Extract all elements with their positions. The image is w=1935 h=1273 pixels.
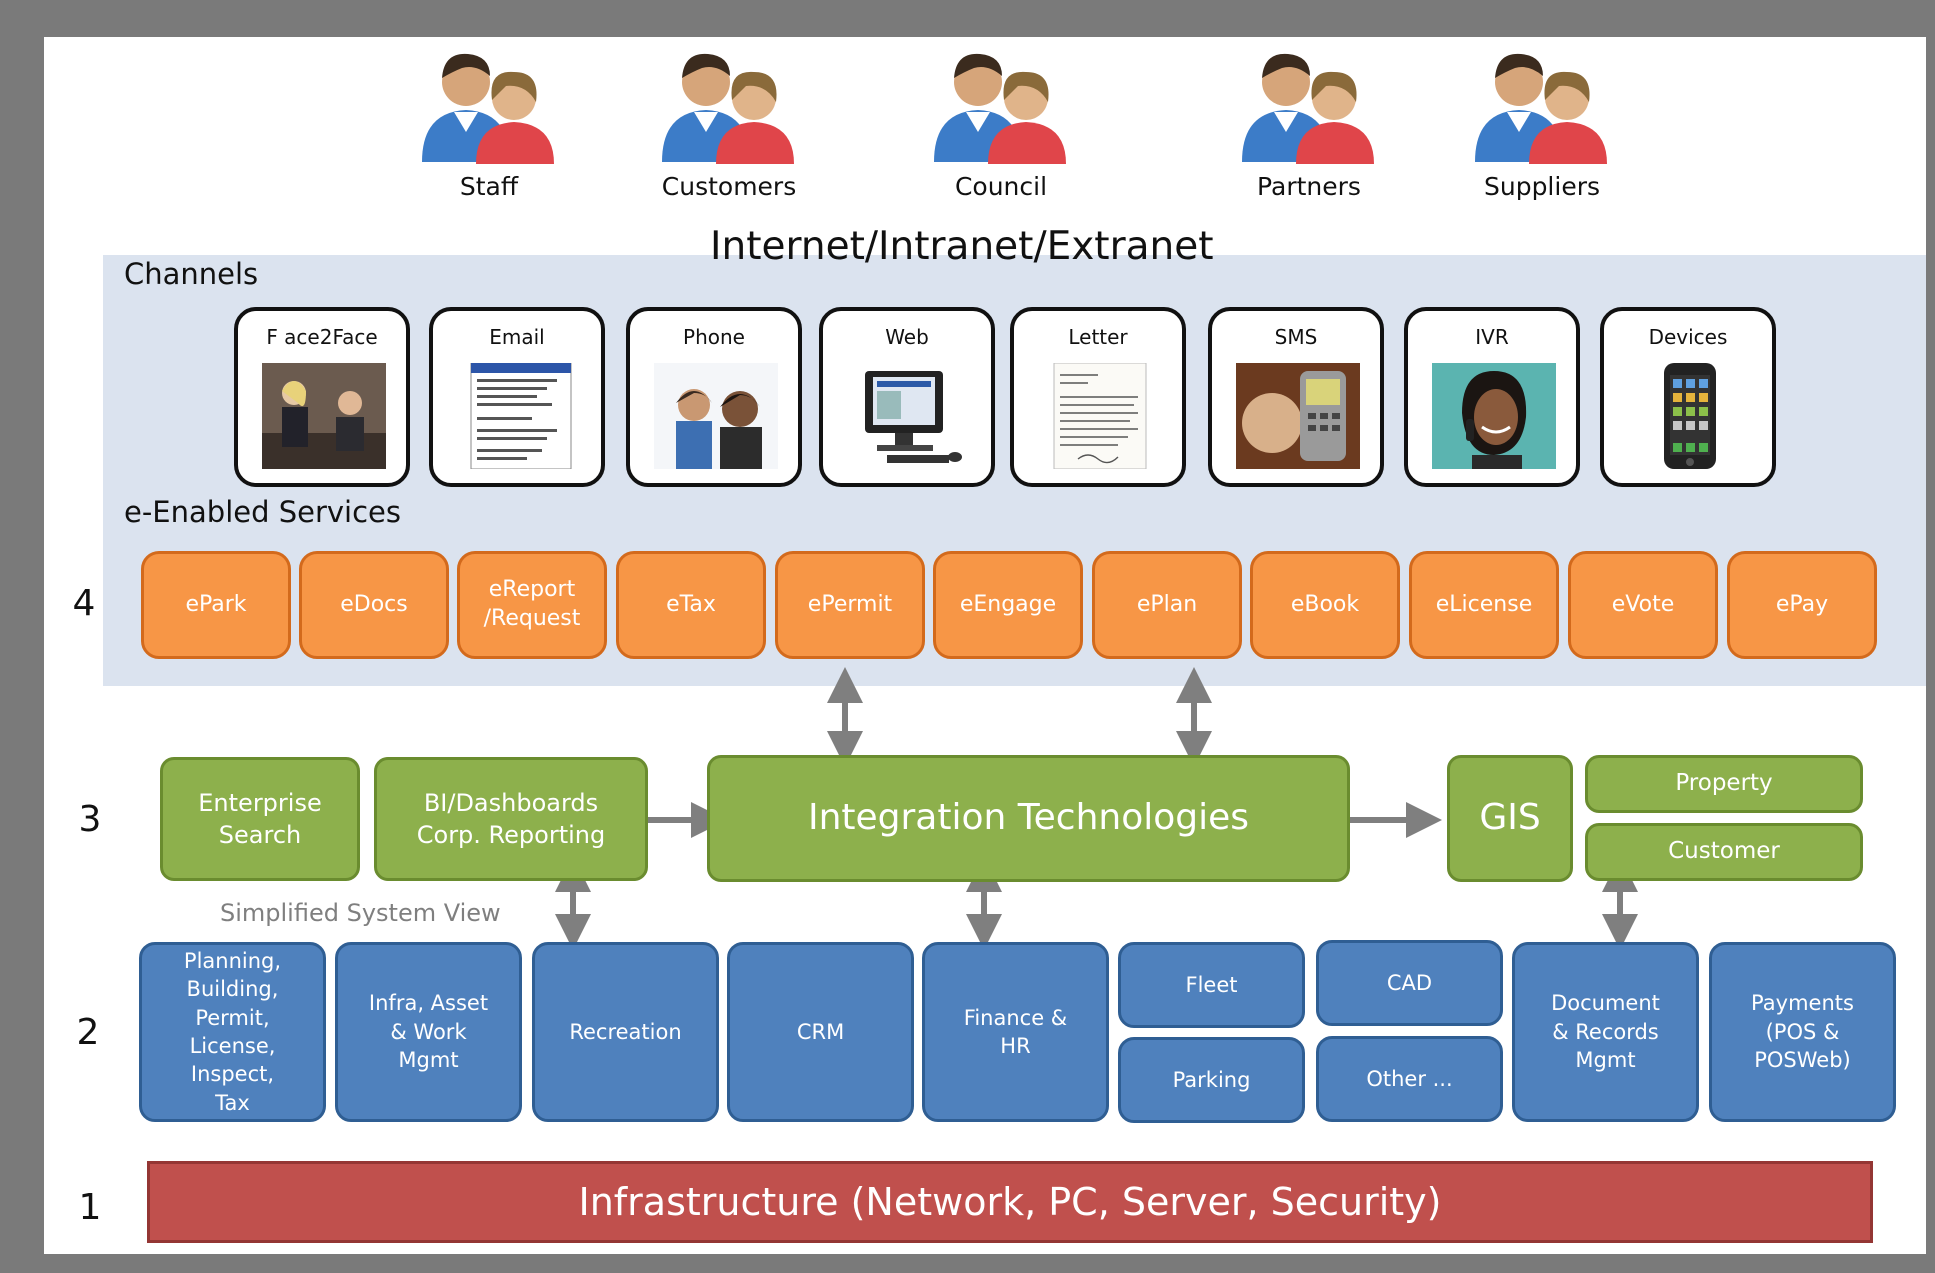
simplified-system-view-label: Simplified System View — [220, 899, 501, 927]
user-label: Partners — [1257, 172, 1361, 201]
channel-letter: Letter — [1010, 307, 1186, 487]
service-ebook[interactable]: eBook — [1250, 551, 1400, 659]
system-finance-hr[interactable]: Finance & HR — [922, 942, 1109, 1122]
user-label: Staff — [459, 172, 519, 201]
bi-dashboards-box[interactable]: BI/Dashboards Corp. Reporting — [374, 757, 648, 881]
user-partners: Partners — [1229, 42, 1389, 201]
channel-sms: SMS — [1208, 307, 1384, 487]
system-document-records[interactable]: Document & Records Mgmt — [1512, 942, 1699, 1122]
people-icon — [1475, 53, 1607, 164]
mobile-phone-icon — [1236, 363, 1360, 469]
infrastructure-box[interactable]: Infrastructure (Network, PC, Server, Sec… — [147, 1161, 1873, 1243]
service-ereport[interactable]: eReport /Request — [457, 551, 607, 659]
user-label: Council — [954, 172, 1048, 201]
layer-number-4: 4 — [72, 583, 96, 624]
system-infra-asset[interactable]: Infra, Asset & Work Mgmt — [335, 942, 522, 1122]
channel-label: SMS — [1274, 325, 1318, 349]
layer-number-3: 3 — [78, 799, 102, 840]
property-box[interactable]: Property — [1585, 755, 1863, 813]
service-epark[interactable]: ePark — [141, 551, 291, 659]
letter-icon — [1053, 363, 1147, 469]
architecture-diagram: Staff Customers Council Partners — [44, 37, 1926, 1254]
service-edocs[interactable]: eDocs — [299, 551, 449, 659]
channel-phone: Phone — [626, 307, 802, 487]
gis-box[interactable]: GIS — [1447, 755, 1573, 882]
channel-label: Web — [885, 325, 929, 349]
service-evote[interactable]: eVote — [1568, 551, 1718, 659]
user-label: Suppliers — [1483, 172, 1601, 201]
channel-email: Email — [429, 307, 605, 487]
diagram-title: Internet/Intranet/Extranet — [710, 224, 1214, 269]
meeting-photo-icon — [262, 363, 386, 469]
channel-devices: Devices — [1600, 307, 1776, 487]
system-planning[interactable]: Planning, Building, Permit, License, Ins… — [139, 942, 326, 1122]
system-crm[interactable]: CRM — [727, 942, 914, 1122]
layer-number-1: 1 — [78, 1187, 102, 1228]
people-icon — [662, 53, 794, 164]
channel-face2face: F ace2Face — [234, 307, 410, 487]
service-eplan[interactable]: ePlan — [1092, 551, 1242, 659]
computer-icon — [865, 371, 962, 463]
system-cad[interactable]: CAD — [1316, 940, 1503, 1026]
channel-label: Devices — [1648, 325, 1728, 349]
channel-label: F ace2Face — [266, 325, 378, 349]
system-fleet[interactable]: Fleet — [1118, 942, 1305, 1028]
user-label: Customers — [661, 172, 797, 201]
service-etax[interactable]: eTax — [616, 551, 766, 659]
user-suppliers: Suppliers — [1462, 42, 1622, 201]
people-icon — [1242, 53, 1374, 164]
service-epay[interactable]: ePay — [1727, 551, 1877, 659]
user-council: Council — [921, 42, 1081, 201]
system-parking[interactable]: Parking — [1118, 1037, 1305, 1123]
channel-label: Letter — [1068, 325, 1128, 349]
channel-label: Email — [489, 325, 545, 349]
channel-label: Phone — [683, 325, 745, 349]
system-payments[interactable]: Payments (POS & POSWeb) — [1709, 942, 1896, 1122]
services-label: e-Enabled Services — [124, 495, 402, 529]
smartphone-icon — [1664, 363, 1716, 469]
email-screenshot-icon — [470, 363, 572, 469]
service-elicense[interactable]: eLicense — [1409, 551, 1559, 659]
integration-technologies-box[interactable]: Integration Technologies — [707, 755, 1350, 882]
channel-web: Web — [819, 307, 995, 487]
woman-on-phone-icon — [1432, 363, 1556, 469]
system-other[interactable]: Other ... — [1316, 1036, 1503, 1122]
channels-label: Channels — [124, 257, 259, 291]
channel-ivr: IVR — [1404, 307, 1580, 487]
people-icon — [934, 53, 1066, 164]
service-eengage[interactable]: eEngage — [933, 551, 1083, 659]
enterprise-search-box[interactable]: Enterprise Search — [160, 757, 360, 881]
customer-box[interactable]: Customer — [1585, 823, 1863, 881]
user-staff: Staff — [409, 42, 569, 201]
user-customers: Customers — [649, 42, 809, 201]
layer-number-2: 2 — [76, 1012, 100, 1053]
channel-label: IVR — [1475, 325, 1509, 349]
people-icon — [422, 53, 554, 164]
call-center-photo-icon — [654, 363, 778, 469]
system-recreation[interactable]: Recreation — [532, 942, 719, 1122]
service-epermit[interactable]: ePermit — [775, 551, 925, 659]
